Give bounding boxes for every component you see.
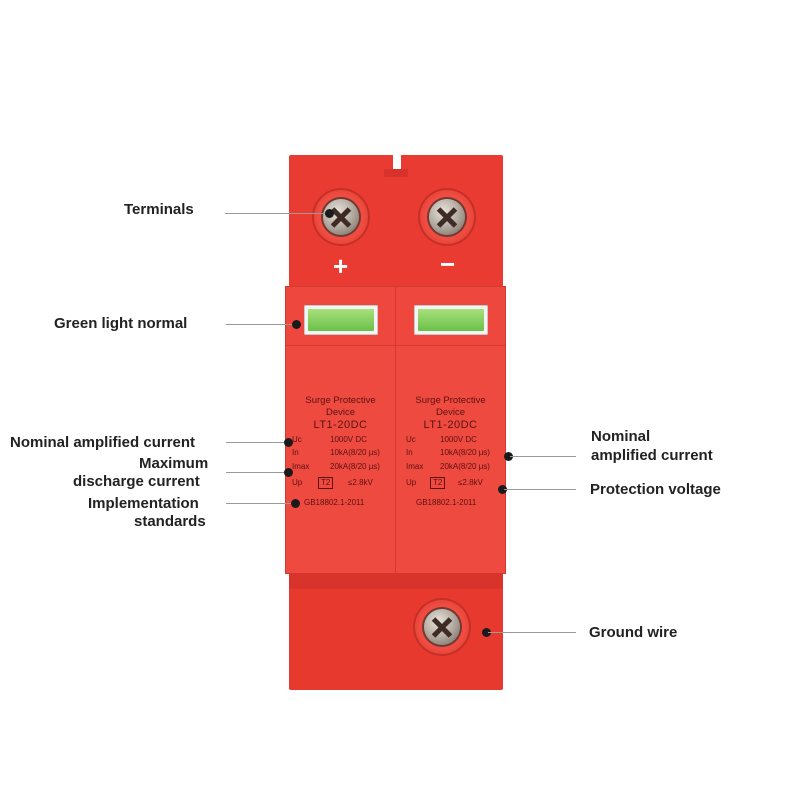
- callout-max-discharge-line1: Maximum: [139, 455, 209, 472]
- callout-line: [488, 632, 576, 633]
- standard-text: GB18802.1-2011: [416, 498, 477, 507]
- spec-value: ≤2.8kV: [348, 478, 373, 487]
- module-model: LT1-20DC: [313, 419, 368, 431]
- callout-implementation-line1: Implementation: [88, 495, 199, 512]
- module-title-line2: Device: [435, 407, 466, 418]
- bottom-shade: [289, 573, 503, 589]
- polarity-plus-label: +: [333, 251, 349, 281]
- callout-max-discharge-line2: discharge current: [73, 473, 200, 490]
- spec-key: In: [406, 448, 413, 457]
- callout-dot-icon: [291, 499, 300, 508]
- module-right: Surge Protective Device LT1-20DC Uc 1000…: [395, 286, 506, 574]
- callout-line: [226, 503, 296, 504]
- class-badge: T2: [430, 477, 446, 489]
- callout-nominal-left: Nominal amplified current: [10, 434, 196, 451]
- callout-green-light: Green light normal: [54, 315, 188, 332]
- spec-key: In: [292, 448, 299, 457]
- callout-line: [510, 456, 576, 457]
- screw-terminal-icon[interactable]: [424, 609, 460, 645]
- module-title-line2: Device: [325, 407, 356, 418]
- callout-ground-wire: Ground wire: [589, 624, 678, 641]
- callout-dot-icon: [292, 320, 301, 329]
- callout-line: [225, 213, 329, 214]
- bottom-ground-block: [289, 573, 503, 690]
- spec-value: 10kA(8/20 μs): [440, 448, 490, 457]
- module-title-line1: Surge Protective: [305, 395, 376, 406]
- spec-key: Up: [406, 478, 417, 487]
- callout-dot-icon: [498, 485, 507, 494]
- spec-key: Imax: [292, 462, 310, 471]
- spec-key: Up: [292, 478, 303, 487]
- top-slot: [384, 169, 408, 177]
- callout-protection-voltage: Protection voltage: [590, 481, 721, 498]
- callout-line: [226, 324, 296, 325]
- spec-value: 10kA(8/20 μs): [330, 448, 380, 457]
- class-badge: T2: [318, 477, 334, 489]
- standard-text: GB18802.1-2011: [304, 498, 365, 507]
- spec-value: 1000V DC: [440, 435, 477, 444]
- spec-key: Imax: [406, 462, 424, 471]
- callout-terminals: Terminals: [124, 201, 194, 218]
- module-title-line1: Surge Protective: [415, 395, 486, 406]
- module-model: LT1-20DC: [423, 419, 478, 431]
- callout-dot-icon: [325, 209, 334, 218]
- callout-dot-icon: [504, 452, 513, 461]
- callout-dot-icon: [284, 438, 293, 447]
- callout-nominal-right-line2: amplified current: [591, 447, 713, 464]
- indicator-window-icon: [304, 305, 378, 335]
- callout-dot-icon: [284, 468, 293, 477]
- callout-line: [226, 472, 288, 473]
- callout-dot-icon: [482, 628, 491, 637]
- screw-terminal-icon[interactable]: [429, 199, 465, 235]
- spec-value: 20kA(8/20 μs): [440, 462, 490, 471]
- module-left: Surge Protective Device LT1-20DC Uc 1000…: [285, 286, 396, 574]
- spec-value: ≤2.8kV: [458, 478, 483, 487]
- callout-implementation-line2: standards: [134, 513, 206, 530]
- spec-value: 20kA(8/20 μs): [330, 462, 380, 471]
- callout-nominal-right-line1: Nominal: [591, 428, 651, 445]
- callout-line: [504, 489, 576, 490]
- spec-value: 1000V DC: [330, 435, 367, 444]
- indicator-window-icon: [414, 305, 488, 335]
- callout-line: [226, 442, 288, 443]
- polarity-minus-label: −: [440, 249, 456, 279]
- spec-key: Uc: [406, 435, 416, 444]
- top-notch: [393, 155, 401, 169]
- spec-key: Uc: [292, 435, 302, 444]
